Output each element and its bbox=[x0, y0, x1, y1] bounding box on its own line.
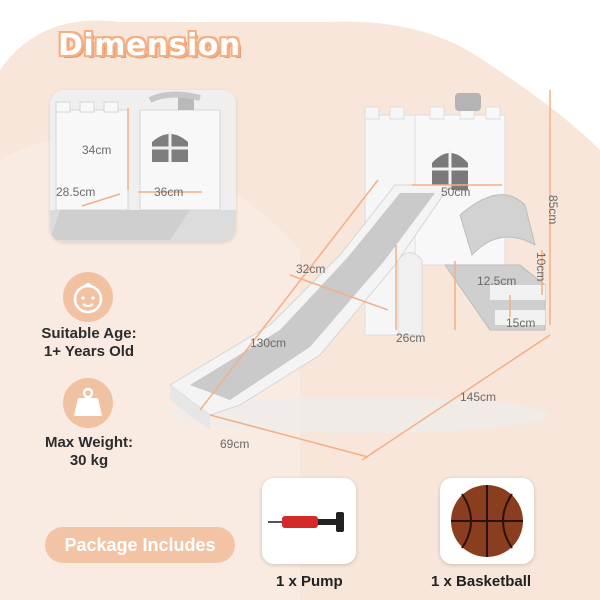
baby-face-icon bbox=[63, 272, 113, 322]
total-height-label: 85cm bbox=[546, 195, 560, 225]
slide-length-label: 130cm bbox=[250, 336, 287, 350]
inset-depth-label: 28.5cm bbox=[56, 185, 96, 199]
pump-card bbox=[262, 478, 356, 564]
inset-height-label: 34cm bbox=[82, 143, 112, 157]
weight-label: Max Weight: bbox=[44, 434, 134, 451]
castle-detail-illustration bbox=[50, 90, 236, 242]
page-title: Dimension bbox=[58, 28, 241, 63]
weight-info: Max Weight: 30 kg bbox=[28, 434, 150, 470]
slide-width-label: 32cm bbox=[296, 262, 326, 276]
age-value: 1+ Years Old bbox=[43, 343, 135, 360]
step-height-label: 10cm bbox=[534, 252, 548, 282]
total-length-label: 145cm bbox=[460, 390, 497, 404]
package-includes-badge: Package Includes bbox=[45, 527, 235, 563]
pump-label: 1 x Pump bbox=[276, 573, 343, 590]
platform-width-label: 50cm bbox=[441, 185, 471, 199]
step-rise-label: 12.5cm bbox=[477, 274, 517, 288]
total-width-label: 69cm bbox=[220, 437, 250, 451]
inset-width-label: 36cm bbox=[154, 185, 184, 199]
pump-icon bbox=[268, 512, 344, 532]
weight-icon bbox=[63, 378, 113, 428]
detail-inset-image bbox=[50, 90, 236, 242]
step-depth-label: 15cm bbox=[506, 316, 536, 330]
age-label: Suitable Age: bbox=[41, 325, 137, 342]
basketball-icon bbox=[451, 485, 523, 557]
basketball-label: 1 x Basketball bbox=[431, 573, 532, 590]
age-info: Suitable Age: 1+ Years Old bbox=[28, 325, 150, 361]
weight-value: 30 kg bbox=[69, 452, 109, 469]
door-height-label: 26cm bbox=[396, 331, 426, 345]
basketball-card bbox=[440, 478, 534, 564]
slide-illustration bbox=[169, 90, 551, 461]
